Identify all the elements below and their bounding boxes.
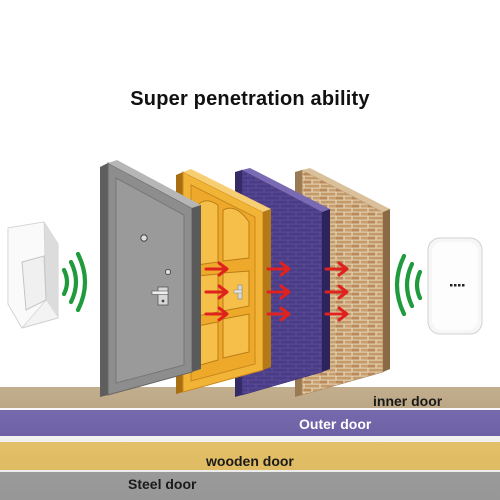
signal-arrow-icon [204, 261, 229, 277]
signal-arrow-icon [324, 261, 349, 277]
steel-door-label: Steel door [128, 476, 197, 492]
signal-arrow-icon [266, 284, 291, 300]
steel-door [100, 160, 201, 397]
signal-arrow-icon [324, 306, 349, 322]
outer-door-label: Outer door [299, 416, 372, 432]
signal-arrow-icon [324, 284, 349, 300]
page-title: Super penetration ability [130, 88, 370, 110]
wireless-signal-icon [61, 251, 88, 313]
signal-arrows [204, 261, 349, 322]
signal-arrow-icon [266, 306, 291, 322]
signal-arrow-icon [266, 261, 291, 277]
signal-arrow-icon [204, 284, 229, 300]
wooden-door-label: wooden door [206, 453, 294, 469]
inner-door-label: inner door [373, 393, 443, 409]
wireless-signal-icon [394, 253, 423, 317]
signal-arrow-icon [204, 306, 229, 322]
ground-bands [0, 387, 500, 500]
doorbell-button-icon [7, 221, 59, 329]
doorbell-receiver-icon [427, 237, 483, 335]
